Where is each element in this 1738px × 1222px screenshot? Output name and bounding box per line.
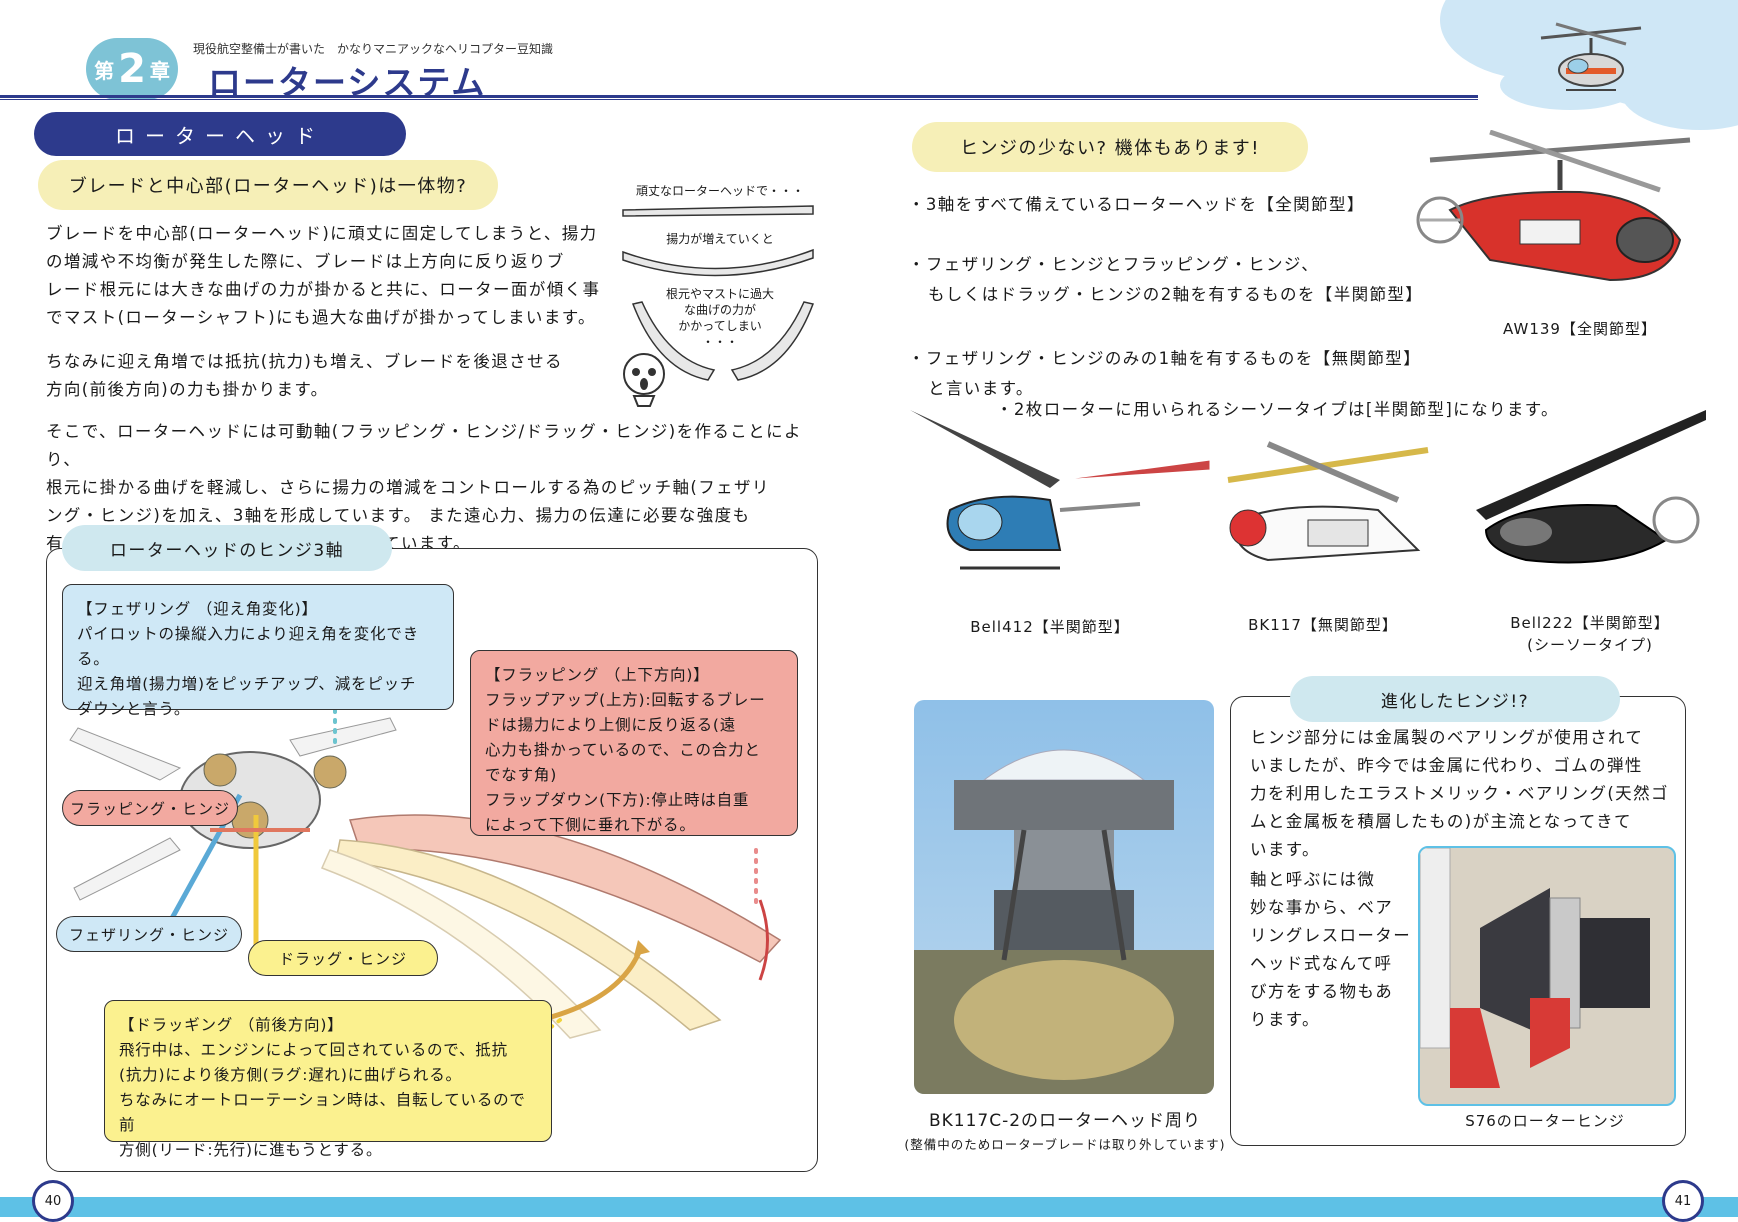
text-line: レード根元には大きな曲げの力が掛かると共に、ローター面が傾く事 xyxy=(46,280,601,299)
note-title: 【フェザリング （迎え角変化)】 xyxy=(77,600,318,618)
section-pill: ローターヘッド xyxy=(34,112,406,156)
text-line: 根元やマストに過大 xyxy=(665,287,774,301)
question-heading-left: ブレードと中心部(ローターヘッド)は一体物? xyxy=(38,160,498,210)
rotor-head-illustration xyxy=(69,700,782,1040)
text-line: でマスト(ローターシャフト)にも過大な曲げが掛かってしまいます。 xyxy=(46,308,596,327)
text-line: ヘッド式なんて呼 xyxy=(1250,954,1393,973)
dragging-note: 【ドラッギング （前後方向)】 飛行中は、エンジンによって回されているので、抵抗… xyxy=(104,1000,552,1159)
text-line: でなす角) xyxy=(485,766,558,784)
text-line: ダウンと言う。 xyxy=(77,700,191,718)
aw139-illustration xyxy=(1416,130,1691,282)
s76-hinge-photo xyxy=(1418,846,1676,1106)
tag-flapping-hinge: フラッピング・ヒンジ xyxy=(62,790,238,826)
bottom-bar xyxy=(0,1197,1738,1217)
text-line: フラップアップ(上方):回転するブレー xyxy=(485,691,766,709)
note-title: 【ドラッギング （前後方向)】 xyxy=(119,1016,344,1034)
text-line: ムと金属板を積層したもの)が主流となってきて xyxy=(1250,812,1632,831)
page-number-right: 41 xyxy=(1662,1180,1704,1222)
text-line: 軸と呼ぶには微 xyxy=(1250,870,1376,889)
text-line: ちなみにオートローテーション時は、自転しているので前 xyxy=(119,1091,526,1134)
list-item: ・3軸をすべて備えているローターヘッドを【全関節型】 xyxy=(908,195,1365,214)
series-subtitle: 現役航空整備士が書いた かなりマニアックなヘリコプター豆知識 xyxy=(193,42,554,56)
text-line: 飛行中は、エンジンによって回されているので、抵抗 xyxy=(119,1041,508,1059)
text-line: 根元に掛かる曲げを軽減し、さらに揚力の増減をコントロールする為のピッチ軸(フェザ… xyxy=(46,478,770,497)
helicopter-icon xyxy=(1540,22,1642,91)
list-item: ・フェザリング・ヒンジのみの1軸を有するものを【無関節型】 xyxy=(908,349,1422,368)
text-line: ・・・ xyxy=(701,335,738,349)
sketch-blade-straight xyxy=(622,205,814,217)
feathering-note: 【フェザリング （迎え角変化)】 パイロットの操縦入力により迎え角を変化できる。… xyxy=(62,584,454,718)
text-line: の増減や不均衡が発生した際に、ブレードは上方向に反り返りブ xyxy=(46,252,565,271)
rotor-head-photo-drawing xyxy=(914,749,1214,1094)
text-line: リングレスローター xyxy=(1250,926,1412,945)
photo-caption-sub: (整備中のためローターブレードは取り外しています) xyxy=(904,1137,1226,1152)
text-line: によって下側に垂れ下がる。 xyxy=(485,816,696,834)
bell412-caption: Bell412【半関節型】 xyxy=(970,618,1130,636)
text-line: パイロットの操縦入力により迎え角を変化できる。 xyxy=(77,625,419,668)
text-line: います。 xyxy=(1250,840,1320,859)
text-line: ちなみに迎え角増では抵抗(抗力)も増え、ブレードを後退させる xyxy=(46,352,563,371)
sketch-blade-v xyxy=(631,301,815,381)
bk117-illustration xyxy=(1227,441,1429,562)
bk117-rotor-photo xyxy=(914,700,1214,1094)
bell222-caption-sub: (シーソータイプ) xyxy=(1527,636,1653,654)
text-line: 迎え角増(揚力増)をピッチアップ、減をピッチ xyxy=(77,675,417,693)
page-number-left: 40 xyxy=(32,1180,74,1222)
bk117-caption: BK117【無関節型】 xyxy=(1248,616,1398,634)
text-line: 力を利用したエラストメリック・ベアリング(天然ゴ xyxy=(1250,784,1669,803)
text-line: ブレードを中心部(ローターヘッド)に頑丈に固定してしまうと、揚力 xyxy=(46,224,598,243)
text-line: ります。 xyxy=(1250,1010,1320,1029)
evolved-paragraph-2: 軸と呼ぶには微 妙な事から、ベア リングレスローター ヘッド式なんて呼 び方をす… xyxy=(1250,866,1420,1034)
chapter-suffix: 章 xyxy=(149,58,170,83)
sketch-label-3: 根元やマストに過大 な曲げの力が かかってしまい ・・・ xyxy=(640,286,800,350)
skull-icon xyxy=(623,353,665,407)
text-line: 心力も掛かっているので、この合力と xyxy=(485,741,761,759)
text-line: ング・ヒンジ)を加え、3軸を形成しています。 また遠心力、揚力の伝達に必要な強度… xyxy=(46,506,751,525)
evolved-heading: 進化したヒンジ!? xyxy=(1290,676,1620,722)
aw139-caption: AW139【全関節型】 xyxy=(1503,320,1657,338)
tag-feathering-hinge: フェザリング・ヒンジ xyxy=(56,916,242,952)
s76-caption: S76のローターヒンジ xyxy=(1465,1112,1625,1130)
paragraph-1: ブレードを中心部(ローターヘッド)に頑丈に固定してしまうと、揚力 の増減や不均衡… xyxy=(46,220,626,332)
chapter-prefix: 第 xyxy=(94,58,115,83)
text-line: 妙な事から、ベア xyxy=(1250,898,1394,917)
title-rule-thin xyxy=(0,99,1478,100)
text-line: かかってしまい xyxy=(678,319,762,333)
list-item: ・フェザリング・ヒンジとフラッピング・ヒンジ、 xyxy=(908,255,1320,274)
sketch-label-1: 頑丈なローターヘッドで・・・ xyxy=(635,184,804,198)
photo-caption: BK117C-2のローターヘッド周り xyxy=(928,1111,1202,1131)
text-line: フラップダウン(下方):停止時は自重 xyxy=(485,791,750,809)
note-title: 【フラッピング （上下方向)】 xyxy=(485,666,710,684)
hinge-types-list: ・3軸をすべて備えているローターヘッドを【全関節型】 ・フェザリング・ヒンジとフ… xyxy=(908,190,1428,404)
cloud-decoration xyxy=(1620,50,1738,130)
text-line: そこで、ローターヘッドには可動軸(フラッピング・ヒンジ/ドラッグ・ヒンジ)を作る… xyxy=(46,422,802,469)
text-line: ヒンジ部分には金属製のベアリングが使用されて xyxy=(1250,728,1644,747)
list-item: もしくはドラッグ・ヒンジの2軸を有するものを【半関節型】 xyxy=(928,285,1424,304)
sketch-label-2: 揚力が増えていくと xyxy=(666,232,774,246)
title-rule xyxy=(0,95,1478,98)
text-line: 方側(リード:先行)に進もうとする。 xyxy=(119,1141,383,1159)
flapping-note: 【フラッピング （上下方向)】 フラップアップ(上方):回転するブレー ドは揚力… xyxy=(470,650,798,836)
bell222-illustration xyxy=(1476,410,1706,564)
evolved-paragraph-1: ヒンジ部分には金属製のベアリングが使用されて いましたが、昨今では金属に代わり、… xyxy=(1250,724,1680,864)
text-line: いましたが、昨今では金属に代わり、ゴムの弾性 xyxy=(1250,756,1643,775)
sketch-blade-bent xyxy=(622,248,814,277)
text-line: (抗力)により後方側(ラグ:遅れ)に曲げられる。 xyxy=(119,1066,462,1084)
paragraph-2: ちなみに迎え角増では抵抗(抗力)も増え、ブレードを後退させる 方向(前後方向)の… xyxy=(46,348,626,404)
seesaw-line: ・2枚ローターに用いられるシーソータイプは[半関節型]になります。 xyxy=(996,400,1559,419)
text-line: な曲げの力が xyxy=(683,303,756,317)
chapter-number: 2 xyxy=(118,46,146,92)
text-line: ドは揚力により上側に反り返る(遠 xyxy=(485,716,737,734)
text-line: 方向(前後方向)の力も掛かります。 xyxy=(46,380,329,399)
bell412-illustration xyxy=(910,410,1211,570)
tag-drag-hinge: ドラッグ・ヒンジ xyxy=(248,940,438,976)
chapter-badge: 第 2 章 xyxy=(86,38,178,100)
elastomeric-bearing-drawing xyxy=(1420,848,1650,1088)
list-item: と言います。 xyxy=(928,379,1034,398)
diagram-title: ローターヘッドのヒンジ3軸 xyxy=(62,525,392,571)
question-heading-right: ヒンジの少ない? 機体もあります! xyxy=(912,122,1308,172)
bell222-caption: Bell222【半関節型】 xyxy=(1510,614,1670,632)
text-line: び方をする物もあ xyxy=(1250,982,1394,1001)
